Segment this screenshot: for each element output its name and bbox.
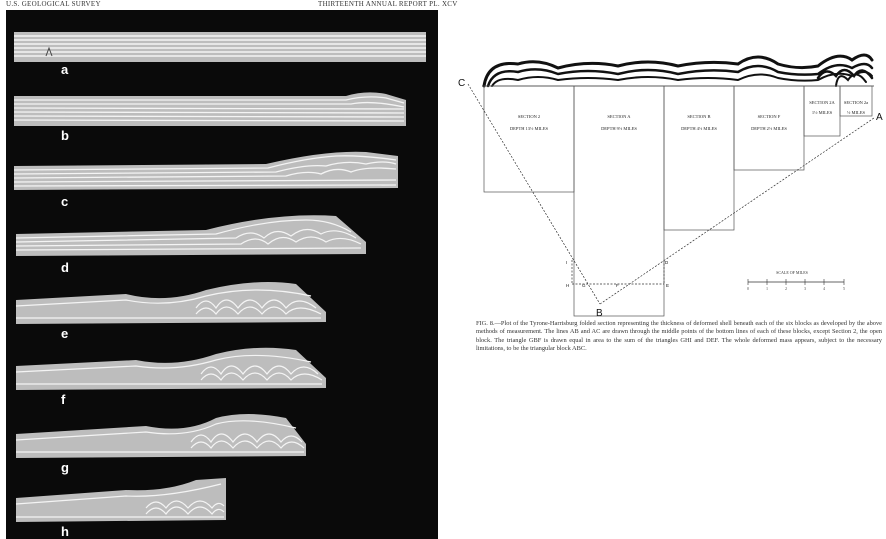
plate-panel-h: h <box>6 472 438 538</box>
panel-label-c: c <box>61 194 68 209</box>
plate-panel-a: a <box>6 10 438 76</box>
point-c: C <box>458 78 465 89</box>
section-name-2: SECTION 2 <box>518 114 540 119</box>
scale-bar: SCALE OF MILES 0 1 2 3 4 5 <box>747 270 845 291</box>
section-figure: SECTION 2 DEPTH 13½ MILES SECTION A DEPT… <box>448 20 886 320</box>
scale-tick-1: 1 <box>766 287 768 291</box>
plate-panel-f: f <box>6 340 438 406</box>
point-i: I <box>566 260 567 265</box>
section-name-2a: SECTION 2A <box>809 100 835 105</box>
section-labels: SECTION 2 DEPTH 13½ MILES SECTION A DEPT… <box>510 100 868 131</box>
scale-label: SCALE OF MILES <box>776 270 808 275</box>
scale-tick-5: 5 <box>843 287 845 291</box>
block-section-b <box>664 86 734 230</box>
panel-label-d: d <box>61 260 69 275</box>
figure-caption: FIG. 8.—Plot of the Tyrone-Harrisburg fo… <box>476 320 882 354</box>
line-ba <box>600 118 874 304</box>
running-header-right: THIRTEENTH ANNUAL REPORT PL. XCV <box>318 0 458 8</box>
point-h: H <box>566 283 569 288</box>
panel-label-b: b <box>61 128 69 143</box>
plate-panel-e: e <box>6 274 438 340</box>
panel-label-a: a <box>61 62 68 77</box>
plate-panel-g: g <box>6 408 438 474</box>
scale-tick-0: 0 <box>747 287 749 291</box>
point-d: D <box>665 260 669 265</box>
section-blocks <box>484 86 872 316</box>
point-b: B <box>596 308 603 319</box>
panel-label-h: h <box>61 524 69 539</box>
section-name-2a-small: SECTION 2a <box>844 100 868 105</box>
section-depth-f: DEPTH 2½ MILES <box>751 126 787 131</box>
section-depth-2a: 1½ MILES <box>812 110 833 115</box>
scale-tick-4: 4 <box>823 287 825 291</box>
section-name-a: SECTION A <box>607 114 631 119</box>
point-f: F <box>616 283 619 288</box>
section-depth-b: DEPTH 4½ MILES <box>681 126 717 131</box>
block-section-2 <box>484 86 574 192</box>
plate-panel-c: c <box>6 142 438 208</box>
section-depth-a: DEPTH 9½ MILES <box>601 126 637 131</box>
point-g: G <box>582 283 586 288</box>
plate-panel-b: b <box>6 76 438 142</box>
section-name-f: SECTION F <box>758 114 781 119</box>
section-depth-2a-small: ½ MILES <box>847 110 865 115</box>
experiment-plate: a b <box>6 10 438 539</box>
panel-label-e: e <box>61 326 68 341</box>
scale-tick-3: 3 <box>804 287 806 291</box>
folded-strata <box>484 55 872 86</box>
section-depth-2: DEPTH 13½ MILES <box>510 126 549 131</box>
section-name-b: SECTION B <box>687 114 710 119</box>
running-header-left: U.S. GEOLOGICAL SURVEY <box>6 0 101 8</box>
plate-panel-d: d <box>6 208 438 274</box>
block-section-a <box>574 86 664 316</box>
scale-tick-2: 2 <box>785 287 787 291</box>
point-a: A <box>876 112 883 123</box>
panel-label-f: f <box>61 392 65 407</box>
point-e: E <box>666 283 669 288</box>
